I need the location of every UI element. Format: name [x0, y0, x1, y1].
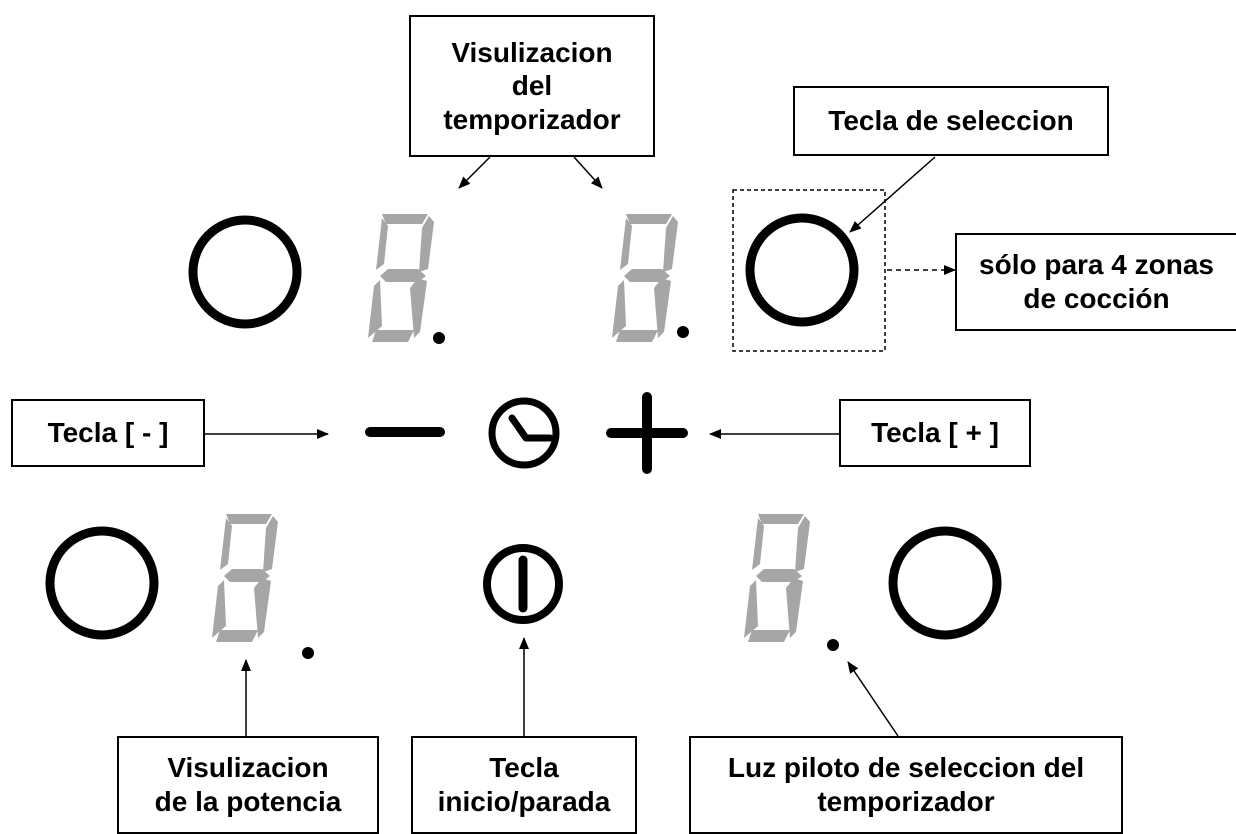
label-plus-key: Tecla [ + ] — [839, 399, 1031, 467]
clock-icon[interactable] — [488, 397, 560, 469]
label-selection-key: Tecla de seleccion — [793, 86, 1109, 156]
timer-pilot-light-dot — [827, 639, 839, 651]
label-minus-key: Tecla [ - ] — [11, 399, 205, 467]
power-digit-right — [744, 514, 810, 642]
power-digit-left — [212, 514, 278, 642]
label-timer-display: Visulizacion del temporizador — [409, 15, 655, 157]
arrow-pilot-light — [847, 661, 899, 737]
timer-digit-left — [368, 214, 434, 342]
arrow-selection-key — [849, 156, 936, 233]
label-timer-pilot-light: Luz piloto de seleccion del temporizador — [689, 736, 1123, 834]
zone-key-bottom-left-icon[interactable] — [45, 526, 159, 640]
zone-key-bottom-right-icon[interactable] — [888, 526, 1002, 640]
selection-area-outline — [732, 189, 886, 352]
power-digit-left-dot — [302, 647, 314, 659]
label-four-zones-note: sólo para 4 zonas de cocción — [955, 233, 1236, 331]
timer-digit-left-dot — [433, 332, 445, 344]
label-on-off-key: Tecla inicio/parada — [411, 736, 637, 834]
timer-digit-right — [612, 214, 678, 342]
power-icon[interactable] — [483, 544, 563, 624]
timer-digit-right-dot — [677, 326, 689, 338]
label-power-display: Visulizacion de la potencia — [117, 736, 379, 834]
zone-key-top-left-icon[interactable] — [188, 215, 302, 329]
arrow-timer-left — [458, 156, 491, 189]
plus-icon[interactable] — [606, 392, 688, 474]
zone-key-top-right-icon[interactable] — [745, 213, 859, 327]
arrow-timer-right — [573, 156, 603, 189]
